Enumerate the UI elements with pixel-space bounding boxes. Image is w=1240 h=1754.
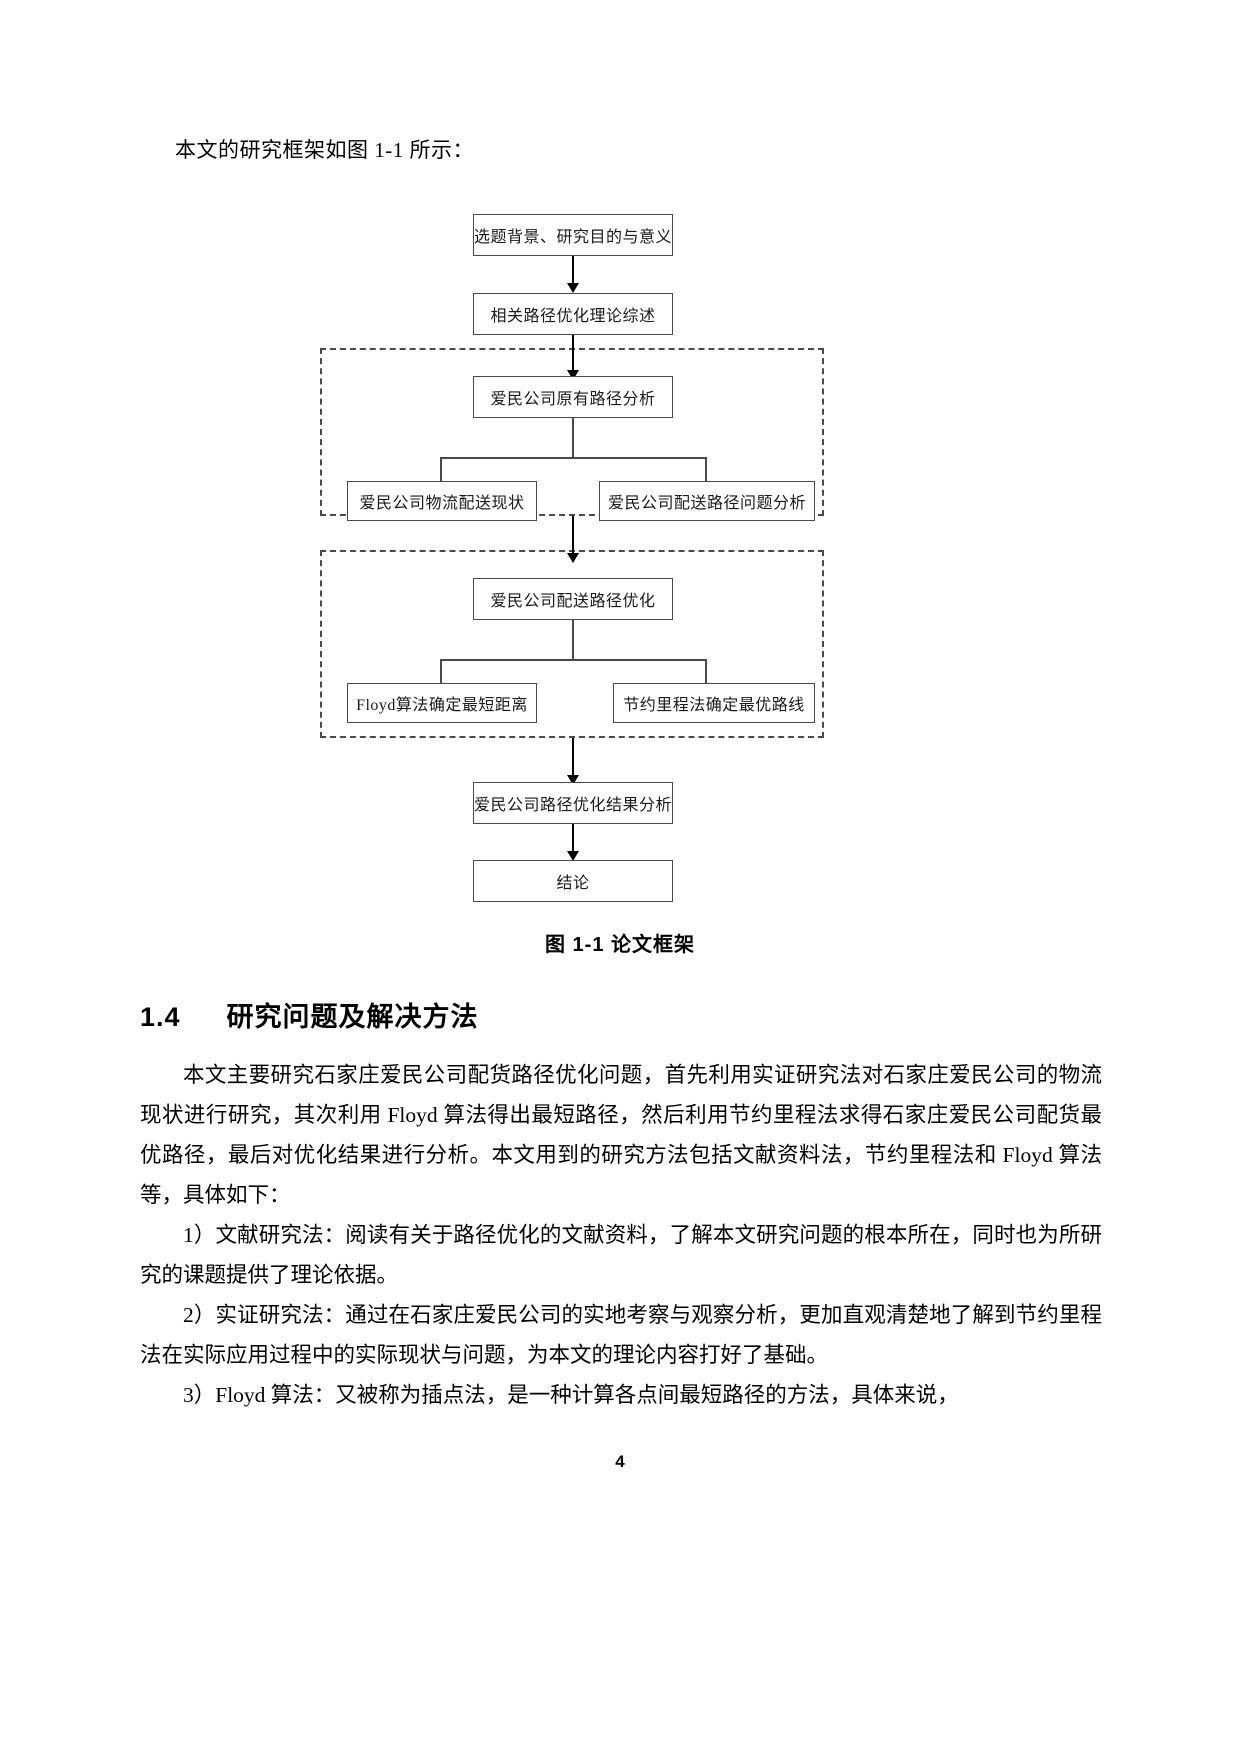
- connector-n9-n10: [572, 824, 574, 856]
- flow-node-label: 爱民公司配送路径问题分析: [607, 495, 806, 512]
- connector-n3-trunk: [572, 418, 574, 457]
- connector-n3-left-drop: [440, 457, 442, 482]
- flow-node-optimization-result-analysis[interactable]: 爱民公司路径优化结果分析: [473, 782, 673, 824]
- flow-node-theory-review[interactable]: 相关路径优化理论综述: [473, 293, 673, 335]
- connector-n6-right-drop: [705, 659, 707, 684]
- connector-group2-n9: [572, 738, 574, 782]
- flow-node-label: Floyd算法确定最短距离: [356, 697, 528, 714]
- paragraph-method-1-literature: 1）文献研究法：阅读有关于路径优化的文献资料，了解本文研究问题的根本所在，同时也…: [140, 1223, 1102, 1287]
- flow-node-savings-algorithm-best-route[interactable]: 节约里程法确定最优路线: [613, 683, 815, 723]
- page-number: 4: [615, 1452, 625, 1471]
- intro-paragraph: 本文的研究框架如图 1-1 所示：: [175, 138, 474, 162]
- flow-node-label: 爱民公司路径优化结果分析: [474, 797, 673, 814]
- arrowhead-n2-n3: [567, 370, 579, 380]
- connector-n3-right-drop: [705, 457, 707, 482]
- connector-n3-bus: [440, 457, 706, 459]
- figure-caption: 图 1-1 论文框架: [544, 934, 696, 956]
- flow-node-logistics-status[interactable]: 爱民公司物流配送现状: [347, 481, 537, 521]
- flow-node-label: 爱民公司配送路径优化: [490, 593, 656, 610]
- connector-n2-n3: [572, 335, 574, 377]
- arrowhead-n9-n10: [567, 851, 579, 861]
- connector-n1-n2: [572, 256, 574, 288]
- body-text: 本文主要研究石家庄爱民公司配货路径优化问题，首先利用实证研究法对石家庄爱民公司的…: [140, 1055, 1102, 1415]
- flow-node-label: 相关路径优化理论综述: [490, 308, 656, 325]
- paragraph-method-3-floyd: 3）Floyd 算法：又被称为插点法，是一种计算各点间最短路径的方法，具体来说，: [183, 1383, 959, 1407]
- paragraph-methods-overview: 本文主要研究石家庄爱民公司配货路径优化问题，首先利用实证研究法对石家庄爱民公司的…: [140, 1063, 1102, 1207]
- flow-node-route-optimization[interactable]: 爱民公司配送路径优化: [473, 578, 673, 620]
- flow-node-label: 爱民公司物流配送现状: [359, 495, 525, 512]
- connector-n6-bus: [440, 659, 706, 661]
- flow-node-label: 结论: [556, 875, 590, 892]
- connector-n6-trunk: [572, 620, 574, 659]
- arrowhead-n1-n2: [567, 283, 579, 293]
- flow-node-route-problem-analysis[interactable]: 爱民公司配送路径问题分析: [599, 481, 815, 521]
- flow-node-conclusion[interactable]: 结论: [473, 860, 673, 902]
- flow-node-label: 选题背景、研究目的与意义: [474, 229, 673, 246]
- arrowhead-group2-n9: [567, 775, 579, 785]
- paragraph-method-2-empirical: 2）实证研究法：通过在石家庄爱民公司的实地考察与观察分析，更加直观清楚地了解到节…: [140, 1303, 1102, 1367]
- connector-n6-left-drop: [440, 659, 442, 684]
- flow-node-label: 爱民公司原有路径分析: [490, 391, 656, 408]
- flowchart-figure: 选题背景、研究目的与意义 相关路径优化理论综述 爱民公司原有路径分析 爱民公司物…: [0, 180, 1240, 910]
- flow-node-original-route-analysis[interactable]: 爱民公司原有路径分析: [473, 376, 673, 418]
- connector-group1-group2: [572, 516, 574, 560]
- arrowhead-group1-group2: [567, 553, 579, 563]
- section-heading: 1.4 研究问题及解决方法: [140, 995, 479, 1034]
- section-title: 研究问题及解决方法: [226, 1002, 479, 1032]
- section-number: 1.4: [140, 1002, 181, 1032]
- flow-node-topic-background[interactable]: 选题背景、研究目的与意义: [473, 214, 673, 256]
- flow-node-label: 节约里程法确定最优路线: [623, 697, 805, 714]
- flow-node-floyd-shortest-distance[interactable]: Floyd算法确定最短距离: [347, 683, 537, 723]
